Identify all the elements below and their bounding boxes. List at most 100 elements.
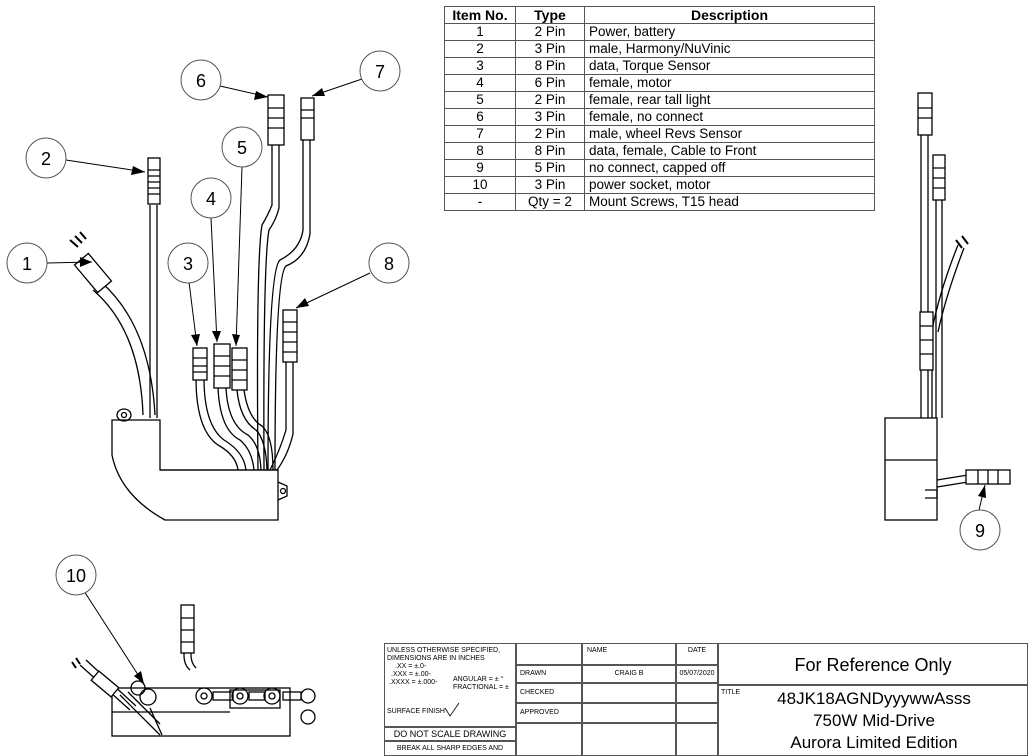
item-no-cell: 8: [444, 142, 516, 160]
checked-label: CHECKED: [516, 683, 582, 703]
type-cell: 5 Pin: [515, 159, 585, 177]
date-header: DATE: [676, 643, 718, 665]
checked-name: [582, 683, 676, 703]
item-no-cell: 7: [444, 125, 516, 143]
callout-10: 10: [66, 566, 86, 586]
description-cell: no connect, capped off: [584, 159, 875, 177]
type-cell: 2 Pin: [515, 91, 585, 109]
callout-2: 2: [41, 149, 51, 169]
description-cell: female, motor: [584, 74, 875, 92]
title-cell: TITLE 48JK18AGNDyyywwAsss 750W Mid-Drive…: [718, 685, 1028, 756]
type-cell: 3 Pin: [515, 108, 585, 126]
type-cell: 8 Pin: [515, 57, 585, 75]
tolerance-xxxx: .XXXX = ±.000-: [389, 679, 438, 686]
tolerance-xx: .XX = ±.0-: [395, 663, 427, 670]
approved-label: APPROVED: [516, 703, 582, 723]
model-name: 750W Mid-Drive: [813, 711, 935, 730]
type-cell: 6 Pin: [515, 74, 585, 92]
type-cell: 3 Pin: [515, 40, 585, 58]
header-item-no: Item No.: [444, 6, 516, 24]
type-cell: Qty = 2: [515, 193, 585, 211]
drawn-name: CRAIG B: [582, 665, 676, 683]
description-cell: Mount Screws, T15 head: [584, 193, 875, 211]
item-no-cell: 3: [444, 57, 516, 75]
tolerance-line-1: UNLESS OTHERWISE SPECIFIED,: [387, 647, 501, 654]
approved-date: [676, 703, 718, 723]
drawn-date: 05/07/2020: [676, 665, 718, 683]
tolerance-line-2: DIMENSIONS ARE IN INCHES: [387, 655, 485, 662]
description-cell: power socket, motor: [584, 176, 875, 194]
do-not-scale: DO NOT SCALE DRAWING: [384, 727, 516, 741]
item-no-cell: 10: [444, 176, 516, 194]
callout-3: 3: [183, 254, 193, 274]
type-cell: 3 Pin: [515, 176, 585, 194]
item-no-cell: -: [444, 193, 516, 211]
item-no-cell: 1: [444, 23, 516, 41]
tolerance-block: UNLESS OTHERWISE SPECIFIED, DIMENSIONS A…: [384, 643, 516, 727]
controller-top-view: [71, 604, 316, 737]
description-cell: female, no connect: [584, 108, 875, 126]
callout-8: 8: [384, 254, 394, 274]
blank-cell-a: [516, 723, 582, 756]
title-block: UNLESS OTHERWISE SPECIFIED, DIMENSIONS A…: [384, 643, 1028, 756]
part-number: 48JK18AGNDyyywwAsss: [777, 689, 971, 708]
title-label: TITLE: [721, 689, 741, 696]
callout-7: 7: [375, 62, 385, 82]
callout-leaders: [46, 78, 986, 685]
type-cell: 2 Pin: [515, 23, 585, 41]
item-no-cell: 9: [444, 159, 516, 177]
description-cell: male, wheel Revs Sensor: [584, 125, 875, 143]
approved-name: [582, 703, 676, 723]
blank-cell-b: [582, 723, 676, 756]
tolerance-xxx: .XXX = ±.00-: [391, 671, 431, 678]
fractional-tolerance: FRACTIONAL = ±: [453, 684, 509, 691]
description-cell: data, Torque Sensor: [584, 57, 875, 75]
callout-5: 5: [237, 138, 247, 158]
callout-balloons: [6, 50, 1001, 596]
checked-date: [676, 683, 718, 703]
angular-tolerance: ANGULAR = ± °: [453, 676, 504, 683]
surface-finish: SURFACE FINISH: [387, 708, 445, 715]
header-type: Type: [515, 6, 585, 24]
reference-note: For Reference Only: [718, 643, 1028, 685]
type-cell: 2 Pin: [515, 125, 585, 143]
controller-front-view: [69, 94, 315, 521]
callout-1: 1: [22, 254, 32, 274]
name-header: NAME: [582, 643, 676, 665]
description-cell: Power, battery: [584, 23, 875, 41]
header-description: Description: [584, 6, 875, 24]
blank-header-cell: [516, 643, 582, 665]
item-no-cell: 5: [444, 91, 516, 109]
item-no-cell: 6: [444, 108, 516, 126]
description-cell: female, rear tall light: [584, 91, 875, 109]
table-header-row: Item No. Type Description: [444, 6, 875, 24]
type-cell: 8 Pin: [515, 142, 585, 160]
callout-6: 6: [196, 71, 206, 91]
blank-cell-c: [676, 723, 718, 756]
description-cell: data, female, Cable to Front: [584, 142, 875, 160]
drawn-label: DRAWN: [516, 665, 582, 683]
break-edges: BREAK ALL SHARP EDGES AND: [384, 741, 516, 756]
callout-9: 9: [975, 521, 985, 541]
surface-finish-icon: [444, 702, 460, 717]
callout-4: 4: [206, 189, 216, 209]
description-cell: male, Harmony/NuVinic: [584, 40, 875, 58]
callout-arrowheads: [80, 88, 986, 684]
edition-name: Aurora Limited Edition: [790, 733, 958, 752]
item-no-cell: 2: [444, 40, 516, 58]
controller-side-view: [884, 92, 1011, 521]
item-no-cell: 4: [444, 74, 516, 92]
